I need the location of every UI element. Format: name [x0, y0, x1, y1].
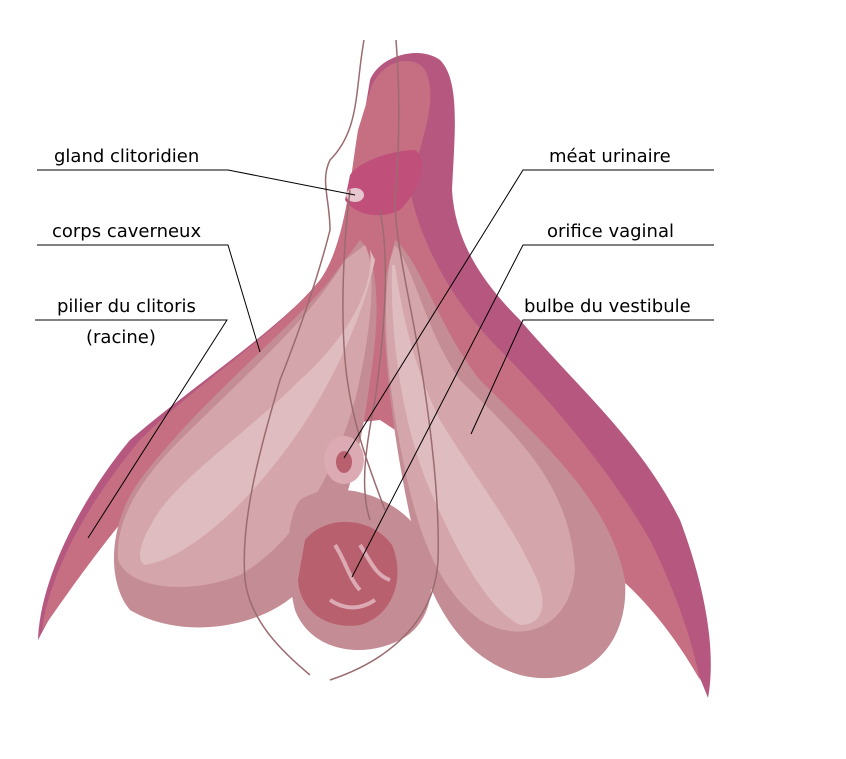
- vaginal-folds: [328, 543, 391, 610]
- leader-meat: [343, 169, 714, 459]
- leader-bulbe: [470, 319, 714, 435]
- right-bulb: [385, 245, 575, 632]
- leader-orifice: [351, 244, 714, 578]
- leader-gland: [37, 169, 356, 196]
- left-bulb-highlight: [140, 250, 375, 565]
- nerves: [243, 39, 439, 681]
- label-bulbe-du-vestibule: bulbe du vestibule: [524, 296, 691, 317]
- label-meat-urinaire: méat urinaire: [549, 146, 671, 167]
- glans: [345, 150, 423, 216]
- label-orifice-vaginal: orifice vaginal: [547, 221, 674, 242]
- urethral-meatus-inner: [336, 451, 352, 473]
- label-pilier-du-clitoris: pilier du clitoris: [57, 296, 196, 317]
- leader-corps: [37, 244, 261, 353]
- label-corps-caverneux: corps caverneux: [52, 221, 201, 242]
- label-racine: (racine): [86, 327, 156, 348]
- label-gland-clitoridien: gland clitoridien: [54, 146, 199, 167]
- leader-pilier: [35, 319, 228, 539]
- right-bulb-highlight: [391, 265, 543, 625]
